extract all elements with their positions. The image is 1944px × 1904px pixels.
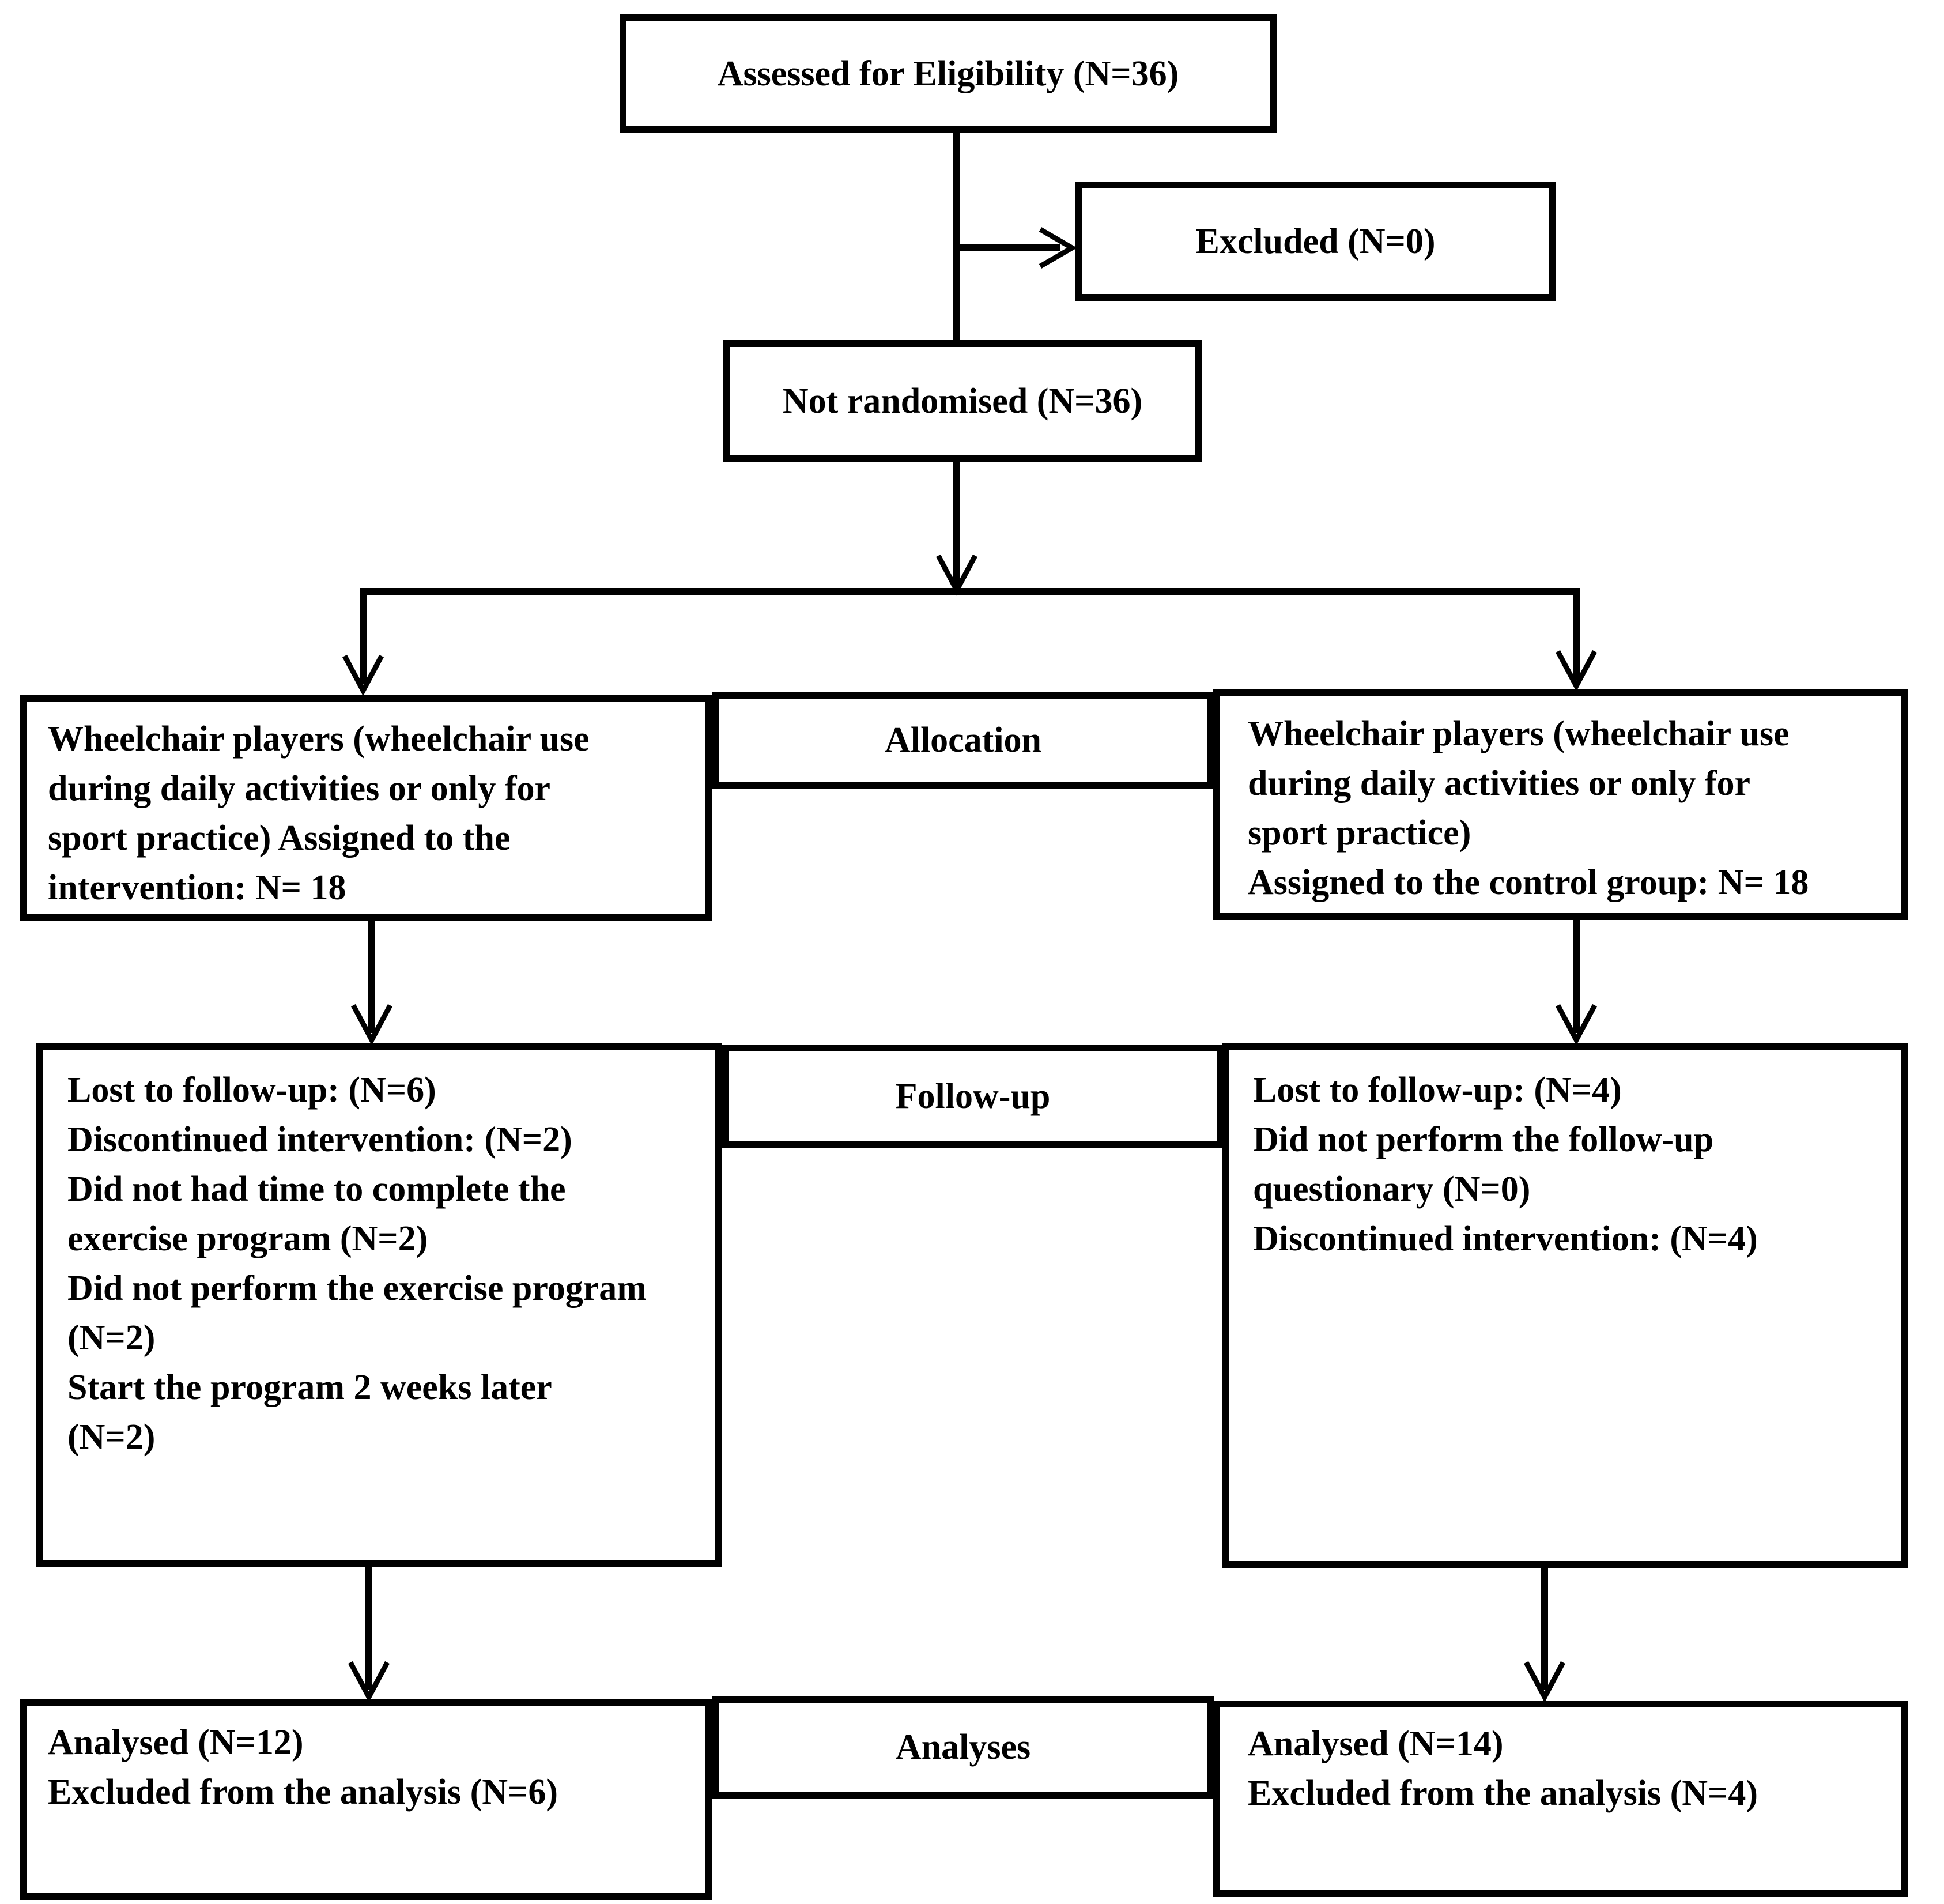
followup-label: Follow-up [895, 1077, 1051, 1116]
analyses-label: Analyses [895, 1728, 1031, 1767]
assessed-box: Assessed for Eligibility (N=36) [620, 14, 1277, 133]
control-followup-text: Lost to follow-up: (N=4) Did not perform… [1253, 1070, 1758, 1258]
intervention-followup-box: Lost to follow-up: (N=6) Discontinued in… [36, 1043, 722, 1567]
control-allocation-text: Wheelchair players (wheelchair use durin… [1248, 714, 1809, 902]
not-randomised-box: Not randomised (N=36) [723, 340, 1202, 462]
control-analysis-box: Analysed (N=14) Excluded from the analys… [1213, 1701, 1908, 1897]
arrowhead-follow-left [351, 1004, 392, 1046]
allocation-label-box: Allocation [712, 692, 1214, 789]
arrowhead-excluded [1039, 227, 1077, 269]
intervention-analysis-text: Analysed (N=12) Excluded from the analys… [48, 1723, 558, 1812]
excluded-box: Excluded (N=0) [1075, 182, 1556, 301]
intervention-analysis-box: Analysed (N=12) Excluded from the analys… [20, 1699, 712, 1900]
assessed-label: Assessed for Eligibility (N=36) [717, 54, 1179, 93]
arrowhead-follow-right [1556, 1004, 1597, 1046]
arrowhead-analysis-right [1524, 1661, 1565, 1703]
analyses-label-box: Analyses [712, 1696, 1214, 1799]
allocation-label: Allocation [884, 721, 1042, 760]
not-randomised-label: Not randomised (N=36) [782, 382, 1143, 421]
arrowhead-alloc-right [1556, 650, 1597, 692]
arrowhead-alloc-left [342, 654, 384, 696]
arrowhead-analysis-left [348, 1661, 390, 1703]
control-allocation-box: Wheelchair players (wheelchair use durin… [1213, 689, 1908, 920]
control-followup-box: Lost to follow-up: (N=4) Did not perform… [1222, 1043, 1908, 1568]
intervention-allocation-text: Wheelchair players (wheelchair use durin… [48, 719, 590, 907]
control-analysis-text: Analysed (N=14) Excluded from the analys… [1248, 1724, 1758, 1813]
followup-label-box: Follow-up [722, 1045, 1224, 1148]
excluded-label: Excluded (N=0) [1195, 221, 1436, 261]
intervention-followup-text: Lost to follow-up: (N=6) Discontinued in… [67, 1070, 647, 1457]
arrowhead-split [936, 554, 977, 596]
intervention-allocation-box: Wheelchair players (wheelchair use durin… [20, 695, 712, 921]
